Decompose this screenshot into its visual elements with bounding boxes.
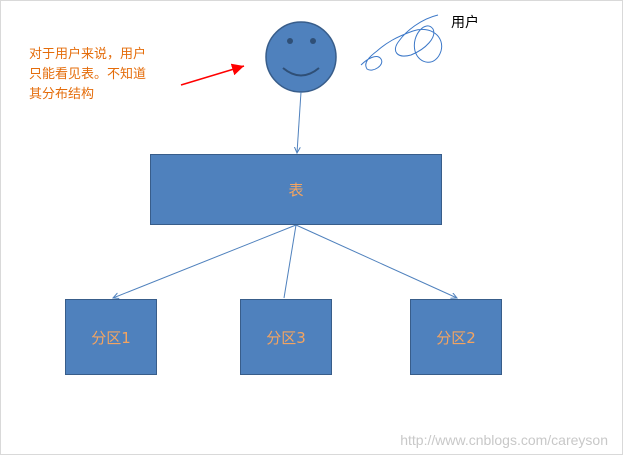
connector-table-to-partition-2	[295, 224, 457, 298]
red-arrow	[180, 63, 245, 86]
partition-label-3: 分区3	[266, 328, 306, 347]
connector-table-to-partition-3	[283, 224, 297, 299]
note-line-1: 对于用户来说，用户	[29, 47, 147, 62]
user-label: 用户	[451, 15, 479, 31]
table-label: 表	[288, 181, 304, 199]
partition-label-1: 分区1	[91, 328, 131, 347]
handwritten-scribble-icon	[360, 14, 443, 71]
partition-box-1: 分区1	[65, 299, 157, 375]
note-line-3: 其分布结构	[29, 87, 95, 102]
watermark: http://www.cnblogs.com/careyson	[400, 432, 608, 448]
note-line-2: 只能看见表。不知道	[29, 67, 147, 82]
smiley-face-icon	[265, 21, 337, 93]
partition-box-3: 分区3	[240, 299, 332, 375]
annotation-note: 对于用户来说，用户 只能看见表。不知道 其分布结构	[29, 45, 189, 105]
connector-table-to-partition-1	[113, 224, 297, 298]
connector-user-to-table	[297, 91, 302, 153]
table-box: 表	[150, 154, 442, 225]
partition-label-2: 分区2	[436, 328, 476, 347]
partition-box-2: 分区2	[410, 299, 502, 375]
